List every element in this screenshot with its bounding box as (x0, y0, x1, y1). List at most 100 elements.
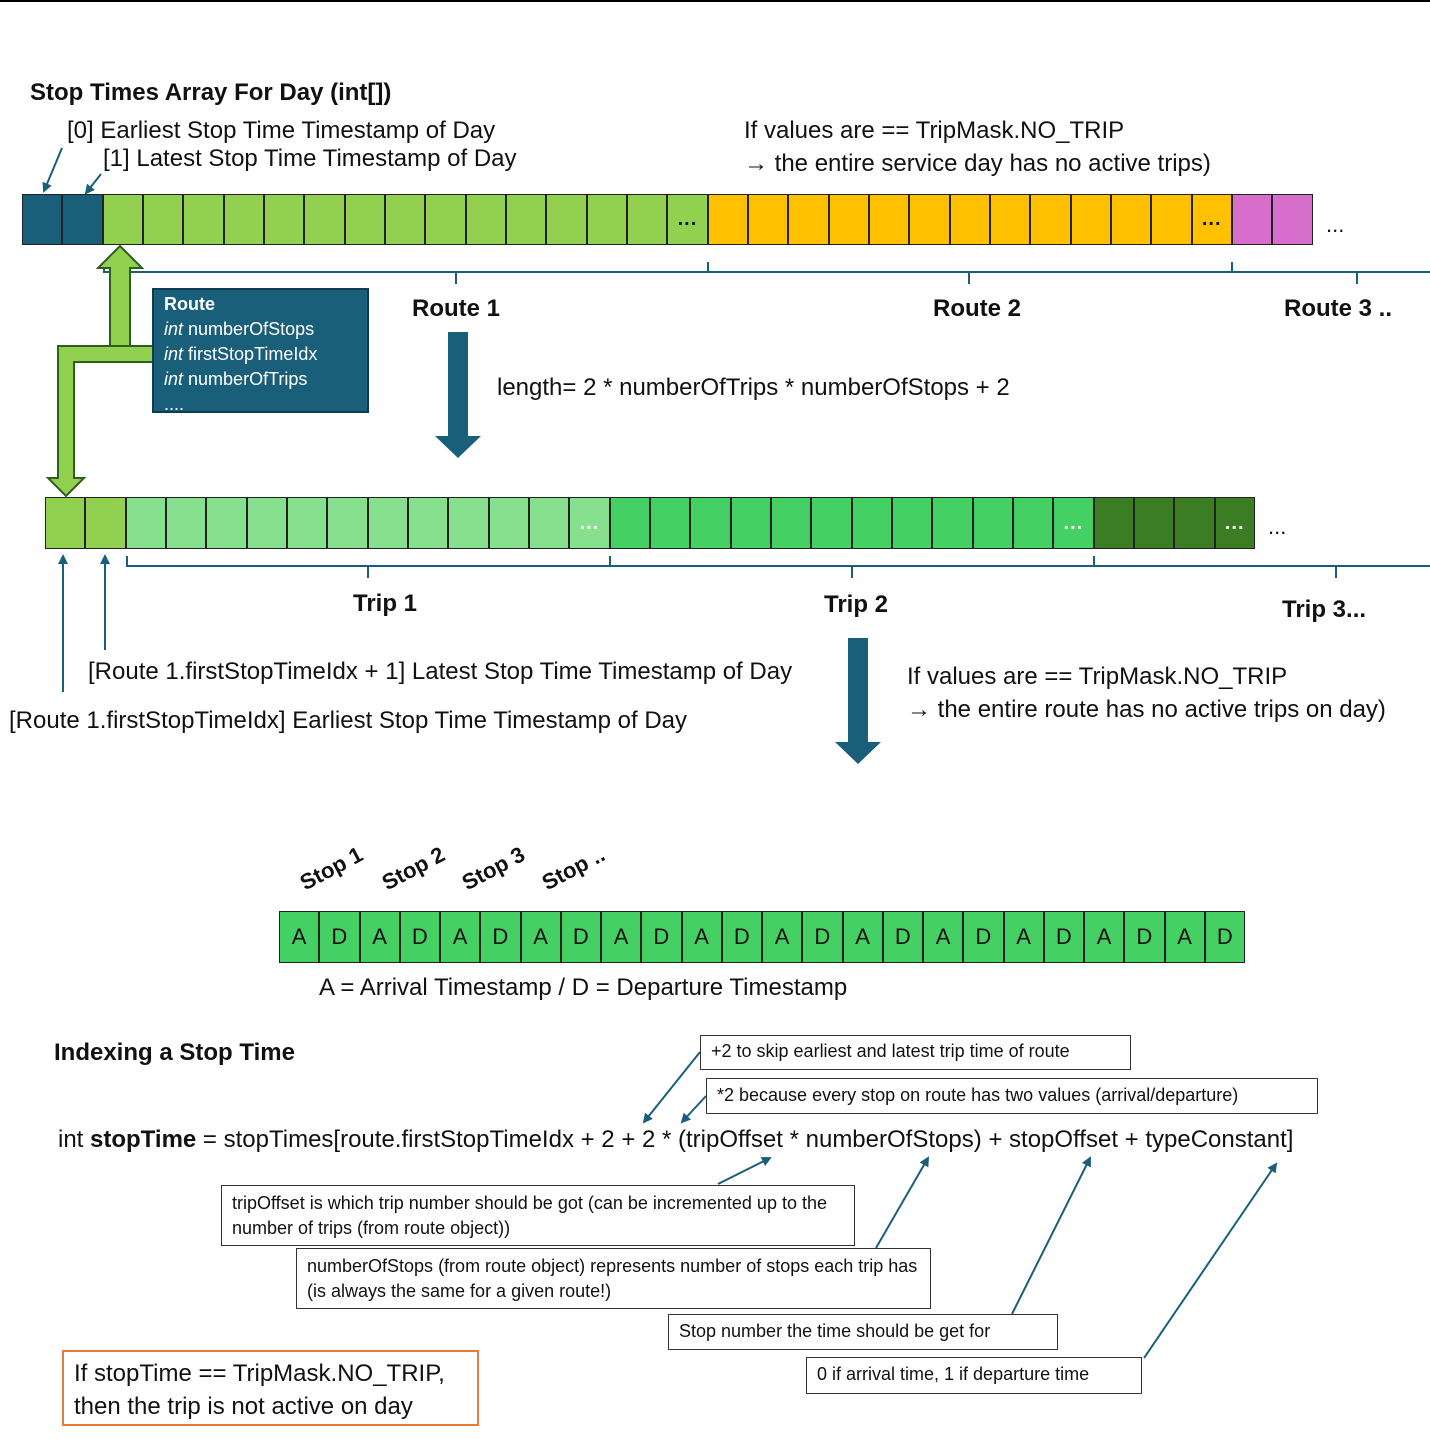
stop-times-array-row: ...... (22, 194, 1313, 245)
indexing-title: Indexing a Stop Time (54, 1039, 295, 1066)
ad-cell: D (1124, 911, 1165, 963)
ad-cell: D (882, 911, 923, 963)
array-cell (465, 194, 506, 245)
ad-cell: A (681, 911, 722, 963)
array-cell (263, 194, 305, 245)
route-no-trip-line2: → the entire route has no active trips o… (907, 696, 1386, 723)
route-box-type: int (164, 344, 184, 364)
array-cell: ... (1191, 194, 1232, 245)
stop-time-formula: int stopTime = stopTimes[route.firstStop… (58, 1126, 1293, 1154)
route-object-box: Route int numberOfStops int firstStopTim… (152, 288, 369, 414)
array-cell (609, 497, 650, 549)
array-cell (747, 194, 789, 245)
length-formula: length= 2 * numberOfTrips * numberOfStop… (497, 374, 1010, 401)
array-cell (1093, 497, 1134, 549)
route-label-2: Route 2 (933, 295, 1022, 322)
array-cell (770, 497, 812, 549)
array-cell (425, 194, 466, 245)
array-cell: ... (1214, 497, 1255, 549)
array-cell (1272, 194, 1313, 245)
array-cell (1030, 194, 1071, 245)
ad-cell: A (520, 911, 561, 963)
route-label-1: Route 1 (412, 295, 501, 322)
array-cell (626, 194, 668, 245)
array-cell (286, 497, 328, 549)
array-cell (488, 497, 529, 549)
array-cell (102, 194, 143, 245)
array-cell (586, 194, 627, 245)
stopoffset-pointer (1011, 1156, 1091, 1315)
ad-cell: D (641, 911, 682, 963)
callout-times2: *2 because every stop on route has two v… (706, 1078, 1318, 1114)
trip-label-1: Trip 1 (353, 590, 418, 617)
array-cell (868, 194, 910, 245)
array-cell (989, 194, 1031, 245)
route-idx1-note: [Route 1.firstStopTimeIdx + 1] Latest St… (88, 658, 793, 685)
green-connector (45, 244, 161, 498)
idx0-note: [0] Earliest Stop Time Timestamp of Day (67, 117, 496, 144)
array-cell (1110, 194, 1152, 245)
array-cell: ... (1053, 497, 1094, 549)
array-cell (142, 194, 184, 245)
array-cell: ... (667, 194, 708, 245)
array-cell (851, 497, 892, 549)
array-cell: ... (569, 497, 610, 549)
array-cell (505, 194, 547, 245)
ad-cell: A (601, 911, 642, 963)
array-cell (304, 194, 345, 245)
array-cell (367, 497, 408, 549)
plus2-pointer (642, 1051, 701, 1124)
ad-cell: A (762, 911, 803, 963)
array-cell (1012, 497, 1054, 549)
page-title: Stop Times Array For Day (int[]) (30, 79, 392, 106)
trip-label-3: Trip 3... (1282, 596, 1367, 623)
array-cell (206, 497, 247, 549)
route-no-trip-line1: If values are == TripMask.NO_TRIP (907, 663, 1288, 690)
route-box-field-trips: numberOfTrips (188, 369, 308, 389)
array-cell (949, 194, 990, 245)
ad-cell: A (279, 911, 320, 963)
ad-cell: A (440, 911, 481, 963)
array-cell (909, 194, 950, 245)
route-stop-times-row: ......... (45, 497, 1255, 549)
tripoffset-pointer (717, 1157, 772, 1185)
idx1-pointer (84, 173, 102, 195)
array-cell (1070, 194, 1111, 245)
callout-plus2: +2 to skip earliest and latest trip time… (700, 1035, 1131, 1070)
ad-cell: A (359, 911, 400, 963)
formula-var: stopTime (90, 1126, 197, 1153)
route-box-type: int (164, 319, 184, 339)
ad-cell: A (923, 911, 964, 963)
array-cell (223, 194, 264, 245)
route-idx0-note: [Route 1.firstStopTimeIdx] Earliest Stop… (9, 707, 688, 734)
ad-cell: D (1204, 911, 1245, 963)
array-cell (1151, 194, 1192, 245)
idx1-note: [1] Latest Stop Time Timestamp of Day (103, 145, 517, 172)
array-cell (384, 194, 426, 245)
typeconstant-pointer (1143, 1162, 1278, 1359)
trip-label-2: Trip 2 (824, 591, 889, 618)
array-cell (788, 194, 829, 245)
route-box-title: Route (164, 294, 215, 314)
route-box-field-idx: firstStopTimeIdx (188, 344, 318, 364)
formula-rest: = stopTimes[route.firstStopTimeIdx + 2 +… (196, 1126, 1294, 1153)
array-cell (327, 497, 368, 549)
ad-legend: A = Arrival Timestamp / D = Departure Ti… (319, 974, 848, 1001)
route-brackets (103, 262, 1430, 284)
ad-cell: D (319, 911, 360, 963)
numberofstops-pointer (875, 1156, 930, 1249)
callout-tripoffset: tripOffset is which trip number should b… (221, 1185, 855, 1246)
trip-brackets (126, 556, 1430, 578)
route-label-3: Route 3 .. (1284, 295, 1393, 322)
ad-cell: A (1164, 911, 1205, 963)
array-cell (811, 497, 852, 549)
array-cell (528, 497, 570, 549)
ad-cell: D (1043, 911, 1084, 963)
callout-typeconstant: 0 if arrival time, 1 if departure time (806, 1357, 1142, 1394)
array-cell (649, 497, 691, 549)
array-cell (344, 194, 385, 245)
route-box-type: int (164, 369, 184, 389)
day-no-trip-line1: If values are == TripMask.NO_TRIP (744, 117, 1125, 144)
ad-cell: D (963, 911, 1004, 963)
